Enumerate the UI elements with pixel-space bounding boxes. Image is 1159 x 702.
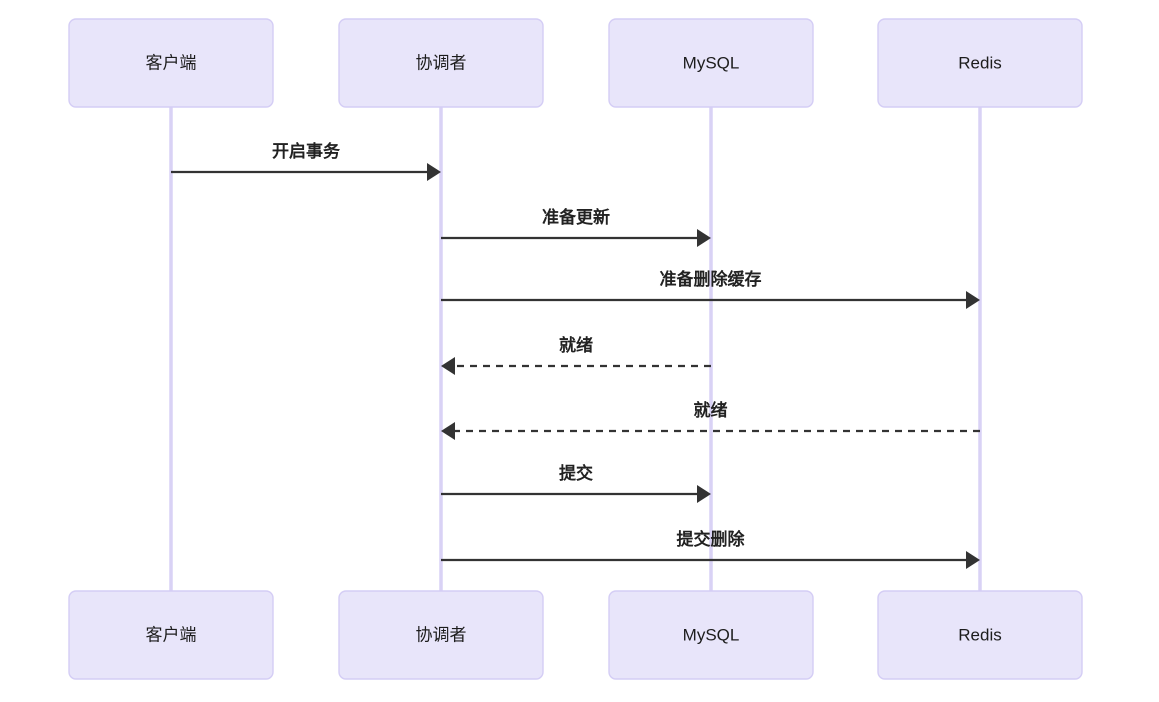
arrowhead-4 (441, 357, 455, 375)
message-label-2: 准备更新 (542, 207, 610, 227)
message-label-7: 提交删除 (677, 529, 746, 549)
participant-label-redis-bottom: Redis (958, 625, 1001, 644)
messages-group (171, 163, 980, 569)
participant-client-bottom[interactable]: 客户端 (68, 590, 274, 680)
arrowhead-2 (697, 229, 711, 247)
arrowhead-7 (966, 551, 980, 569)
participant-box-redis-bottom (877, 590, 1083, 680)
participant-mysql-top[interactable]: MySQL (608, 18, 814, 108)
message-label-4: 就绪 (559, 335, 593, 355)
participant-coordinator-top[interactable]: 协调者 (338, 18, 544, 108)
participant-label-coordinator-top: 协调者 (416, 53, 467, 72)
participant-boxes-bottom: 客户端 协调者 MySQL Redis (68, 590, 1083, 680)
message-label-6: 提交 (559, 463, 593, 483)
participant-redis-bottom[interactable]: Redis (877, 590, 1083, 680)
arrowhead-5 (441, 422, 455, 440)
participant-box-mysql-bottom (608, 590, 814, 680)
participant-coordinator-bottom[interactable]: 协调者 (338, 590, 544, 680)
arrowhead-6 (697, 485, 711, 503)
participant-label-mysql-top: MySQL (683, 53, 740, 72)
message-label-1: 开启事务 (272, 141, 341, 161)
participant-label-coordinator-bottom: 协调者 (416, 625, 467, 644)
participant-box-coordinator-top (338, 18, 544, 108)
arrowhead-3 (966, 291, 980, 309)
participant-mysql-bottom[interactable]: MySQL (608, 590, 814, 680)
lifelines-group (169, 107, 982, 591)
participant-box-client-bottom (68, 590, 274, 680)
participant-label-client-bottom: 客户端 (146, 625, 197, 644)
message-label-5: 就绪 (694, 400, 728, 420)
participant-label-redis-top: Redis (958, 53, 1001, 72)
participant-box-client-top (68, 18, 274, 108)
participant-label-mysql-bottom: MySQL (683, 625, 740, 644)
participant-box-mysql-top (608, 18, 814, 108)
participant-client-top[interactable]: 客户端 (68, 18, 274, 108)
participant-redis-top[interactable]: Redis (877, 18, 1083, 108)
arrowhead-1 (427, 163, 441, 181)
participant-box-coordinator-bottom (338, 590, 544, 680)
participant-boxes-top: 客户端 协调者 MySQL Redis (68, 18, 1083, 108)
message-label-3: 准备删除缓存 (660, 269, 762, 289)
participant-label-client-top: 客户端 (146, 53, 197, 72)
participant-box-redis-top (877, 18, 1083, 108)
